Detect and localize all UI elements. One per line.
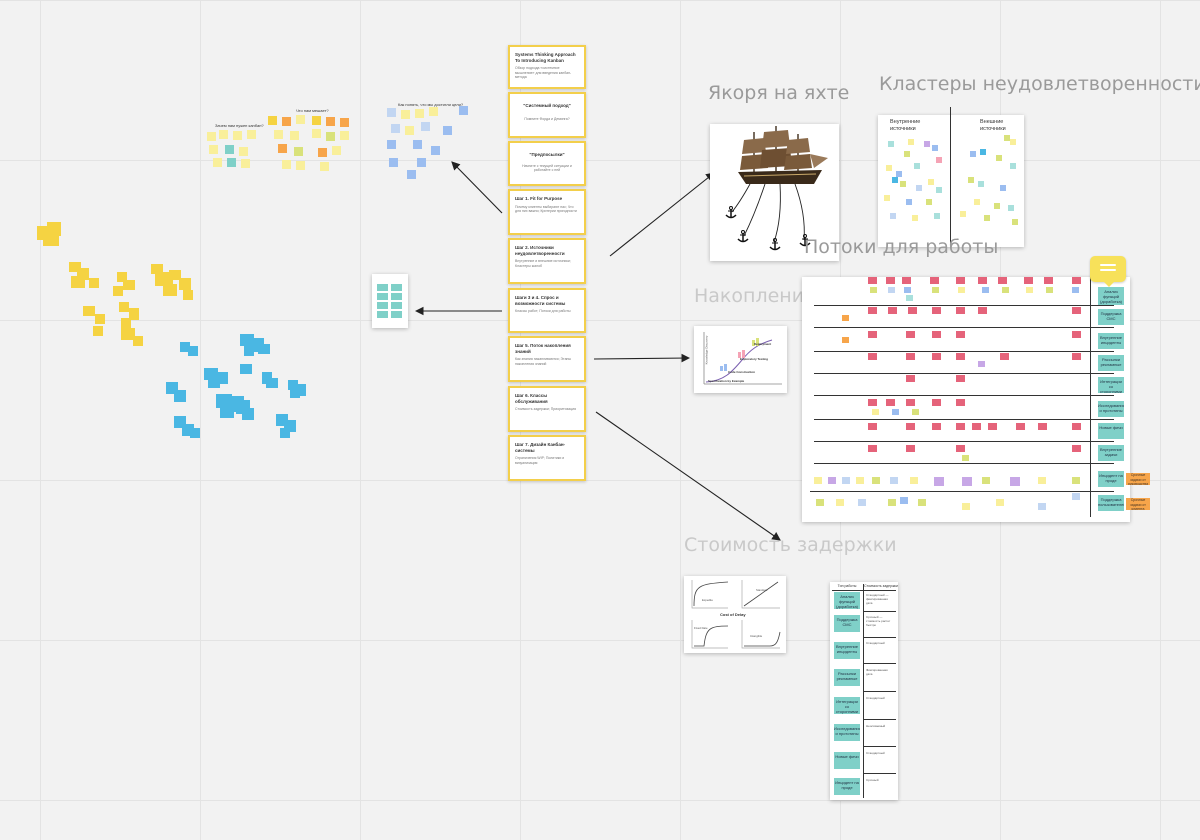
- cod-row-type[interactable]: Поддержка СМС: [834, 615, 860, 632]
- column-external-header: Внешние источники: [980, 119, 1030, 133]
- column-internal-header: Внутренние источники: [890, 119, 940, 133]
- slide-2-title: "Системный подход": [515, 103, 579, 109]
- slide-7-subtitle: Как знания накапливаются; Этапы накоплен…: [515, 357, 579, 366]
- slide-3[interactable]: "Предпосылки" Начните с текущей ситуации…: [508, 141, 586, 186]
- cod-row-note: Срочный: [866, 778, 894, 786]
- frame-title-cod[interactable]: Стоимость задержки: [684, 534, 897, 556]
- flow-type-label[interactable]: Новые фичи: [1098, 423, 1124, 439]
- cod-row-type[interactable]: Внутренние инциденты: [834, 642, 860, 659]
- slide-1[interactable]: Systems Thinking Approach To Introducing…: [508, 45, 586, 89]
- clusters-board[interactable]: Внутренние источники Внешние источники: [878, 115, 1024, 247]
- frame-title-flows[interactable]: Потоки для работы: [804, 236, 998, 258]
- slide-9[interactable]: Шаг 7. Дизайн Канбан-системы Ограничения…: [508, 435, 586, 481]
- cost-of-delay-card[interactable]: Cost of Delay Expedite Standard Fixed Da…: [684, 576, 786, 653]
- slide-4[interactable]: Шаг 1. Fit for Purpose Почему клиенты вы…: [508, 189, 586, 235]
- anchor-icon: [724, 206, 738, 220]
- cod-row-note: Стандартный: [866, 641, 894, 649]
- anchor-icon: [736, 230, 750, 244]
- teal-notes-card[interactable]: [372, 274, 408, 328]
- cod-table[interactable]: Тип работы Стоимость задержки Анализ фун…: [830, 582, 898, 800]
- slide-9-subtitle: Ограничения WIP; Политики и визуализация: [515, 456, 579, 465]
- anchor-icon: [768, 238, 782, 252]
- slide-8[interactable]: Шаг 6. Классы обслуживания Стоимость зад…: [508, 386, 586, 432]
- slide-6[interactable]: Шаги 3 и 4. Спрос и возможности системы …: [508, 288, 586, 333]
- flow-type-label[interactable]: Внутренние инциденты: [1098, 333, 1124, 349]
- slide-8-subtitle: Стоимость задержки; Приоритизация: [515, 407, 579, 412]
- sticky-label-blockers: Что нам мешает?: [296, 108, 329, 113]
- comment-icon[interactable]: [1090, 256, 1126, 282]
- flow-type-label[interactable]: Инцидент на проде: [1098, 471, 1124, 487]
- arrow-to-knowledge: [594, 358, 689, 359]
- flow-type-label[interactable]: Внутренние задачи: [1098, 445, 1124, 461]
- cod-row-type[interactable]: Рассылки рекламные: [834, 669, 860, 686]
- knowledge-label-code: Code Construction: [728, 370, 755, 374]
- slide-3-title: "Предпосылки": [515, 152, 579, 158]
- cod-label: Standard: [756, 588, 767, 592]
- knowledge-label-deployment: Deployment: [754, 342, 771, 346]
- cod-row-type[interactable]: Исследования и прототипы: [834, 724, 860, 741]
- flow-type-label[interactable]: Интеграции со сторонними: [1098, 377, 1124, 393]
- cod-row-note: Срочный — стоимость растет быстро: [866, 615, 894, 631]
- cod-table-header-type: Тип работы: [832, 584, 862, 588]
- slide-7[interactable]: Шаг 5. Поток накопления знаний Как знани…: [508, 336, 586, 382]
- sticky-group-why[interactable]: [205, 128, 265, 173]
- cod-table-header-cod: Стоимость задержки: [864, 584, 898, 588]
- column-divider: [950, 107, 951, 247]
- cod-label: Intangible: [750, 634, 762, 638]
- frame-title-clusters[interactable]: Кластеры неудовлетворенности: [879, 73, 1200, 95]
- cod-label: Expedite: [702, 598, 713, 602]
- urgent-note[interactable]: Срочные задачи от клиента: [1126, 498, 1150, 510]
- slide-3-subtitle: Начните с текущей ситуации и работайте с…: [515, 164, 579, 173]
- slide-4-subtitle: Почему клиенты выбирают нас; Что для них…: [515, 205, 579, 214]
- cod-row-note: Стандартный — фиксированная дата: [866, 593, 894, 609]
- sticky-group-goal[interactable]: [383, 104, 473, 184]
- slide-5[interactable]: Шаг 2. Источники неудовлетворенности Вну…: [508, 238, 586, 284]
- slide-1-subtitle: Обзор подхода «системное мышление» для в…: [515, 66, 579, 80]
- slide-2[interactable]: "Системный подход" Помните Форда и Демин…: [508, 92, 586, 138]
- slide-1-title: Systems Thinking Approach To Introducing…: [515, 52, 579, 63]
- flow-type-label[interactable]: Рассылки рекламные: [1098, 355, 1124, 371]
- slide-8-title: Шаг 6. Классы обслуживания: [515, 393, 579, 404]
- sticky-cluster-blue[interactable]: [160, 330, 315, 445]
- flow-board[interactable]: Анализ функций (доработка) Поддержка СМС…: [802, 277, 1130, 522]
- slide-5-title: Шаг 2. Источники неудовлетворенности: [515, 245, 579, 256]
- knowledge-label-exploratory: Exploratory Testing: [740, 357, 768, 361]
- cod-row-type[interactable]: Инцидент на проде: [834, 778, 860, 795]
- flow-type-label[interactable]: Поддержка пользователей: [1098, 495, 1124, 511]
- cod-row-type[interactable]: Анализ функций (доработка): [834, 592, 860, 609]
- slide-6-title: Шаги 3 и 4. Спрос и возможности системы: [515, 295, 579, 306]
- knowledge-ylabel: Knowledge Discovery: [704, 336, 708, 365]
- urgent-note[interactable]: Срочные задачи от руководства: [1126, 473, 1150, 485]
- cod-row-note: Стандартный: [866, 696, 894, 704]
- knowledge-label-spec: Specification by Example: [708, 379, 744, 383]
- slide-2-subtitle: Помните Форда и Деминга?: [515, 117, 579, 122]
- knowledge-discovery-card[interactable]: Knowledge Discovery Deployment Explorato…: [694, 326, 787, 393]
- sticky-group-blockers[interactable]: [268, 114, 358, 179]
- cod-row-note: Фиксированная дата: [866, 668, 894, 676]
- cod-label: Fixed Date: [694, 626, 708, 630]
- cod-row-note: Стандартный: [866, 751, 894, 763]
- cod-row-type[interactable]: Интеграции со сторонними: [834, 697, 860, 714]
- slide-6-subtitle: Классы работ; Потоки для работы: [515, 309, 579, 314]
- flow-type-label[interactable]: Анализ функций (доработка): [1098, 287, 1124, 305]
- slide-4-title: Шаг 1. Fit for Purpose: [515, 196, 579, 202]
- slide-7-title: Шаг 5. Поток накопления знаний: [515, 343, 579, 354]
- cod-title: Cost of Delay: [720, 612, 746, 617]
- cod-row-type[interactable]: Новые фичи: [834, 752, 860, 769]
- arrow-to-anchors: [610, 173, 714, 256]
- flow-type-label[interactable]: Поддержка СМС: [1098, 309, 1124, 325]
- slide-5-subtitle: Внутренние и внешние источники; Кластеры…: [515, 259, 579, 268]
- cod-row-note: Неосязаемый: [866, 724, 894, 736]
- slide-9-title: Шаг 7. Дизайн Канбан-системы: [515, 442, 579, 453]
- arrow-to-cod: [596, 412, 780, 540]
- frame-title-anchors[interactable]: Якоря на яхте: [708, 82, 849, 104]
- flow-type-label[interactable]: Исследования и прототипы: [1098, 401, 1124, 417]
